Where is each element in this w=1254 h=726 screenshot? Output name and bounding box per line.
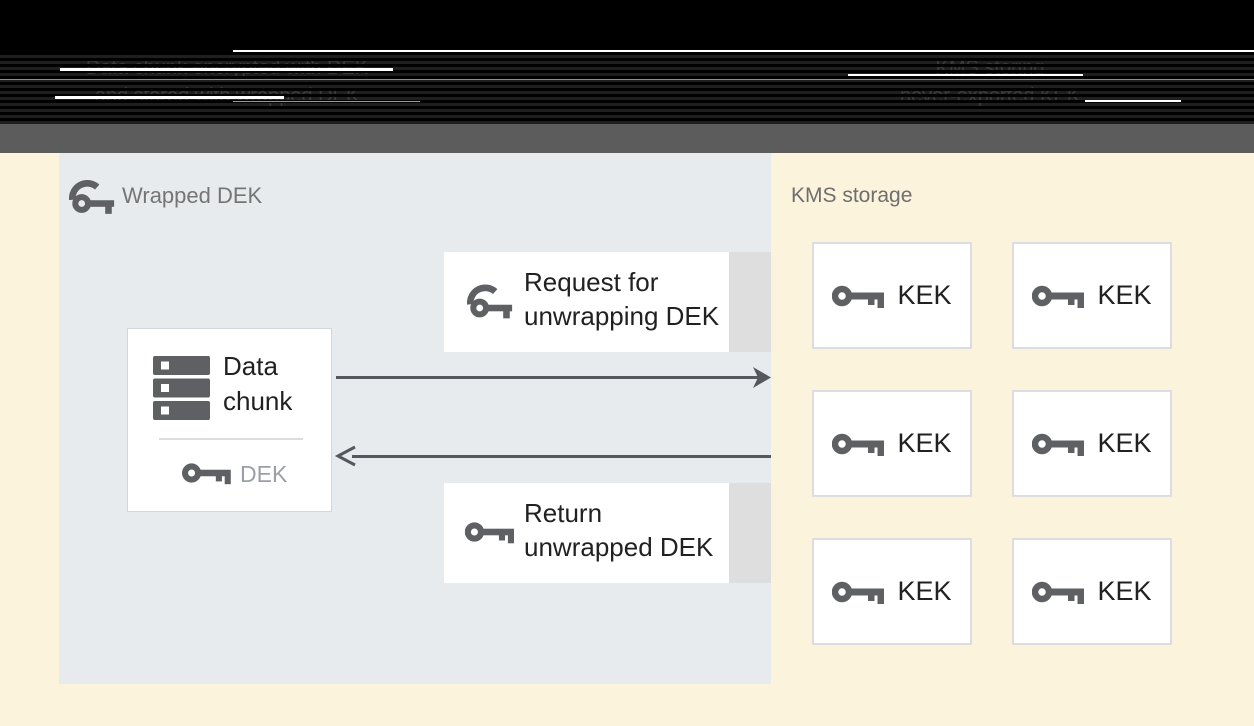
kek-box: KEK: [1012, 538, 1172, 645]
request-box-side-strip: [729, 252, 771, 352]
kek-label: KEK: [1097, 280, 1152, 310]
return-arrow-line: [352, 455, 771, 458]
return-box-line2: unwrapped DEK: [524, 532, 714, 562]
kek-key-icon: [1032, 429, 1084, 459]
return-unwrapped-box: Return unwrapped DEK: [444, 483, 771, 583]
return-arrow-head-icon: [334, 445, 356, 467]
glitch-line: [55, 96, 284, 99]
request-arrow-head-icon: [753, 367, 771, 388]
request-box-text: Request for unwrapping DEK: [524, 265, 719, 333]
kek-box: KEK: [812, 538, 972, 645]
glitch-stripe-overlay: [0, 52, 1254, 124]
request-box-line1: Request for: [524, 267, 659, 297]
data-chunk-box: Data chunk DEK: [127, 328, 332, 512]
kek-label: KEK: [897, 576, 952, 606]
glitch-line: [233, 101, 420, 102]
data-chunk-icon: [153, 356, 210, 420]
wrapped-key-icon: [69, 174, 116, 218]
data-chunk-title: Data chunk: [223, 351, 293, 416]
kek-key-icon: [1032, 577, 1084, 607]
kek-label: KEK: [1097, 576, 1152, 606]
kek-key-icon: [832, 281, 884, 311]
kek-label: KEK: [897, 428, 952, 458]
glitch-line: [60, 68, 393, 71]
key-icon: [465, 517, 514, 547]
dek-key-icon: [182, 459, 231, 487]
return-box-line1: Return: [524, 498, 603, 528]
wrapped-dek-label: Wrapped DEK: [122, 183, 263, 208]
glitch-line: [848, 74, 1083, 76]
kek-label: KEK: [1097, 428, 1152, 458]
kek-box: KEK: [1012, 390, 1172, 497]
glitch-line: [0, 79, 1254, 80]
return-box-side-strip: [729, 483, 771, 583]
request-box-line2: unwrapping DEK: [524, 301, 720, 331]
header-caption-area: Data chunk encrypted with DEK and stored…: [0, 52, 1254, 124]
request-arrow-line: [336, 376, 758, 379]
gray-divider-band: [0, 124, 1254, 153]
kek-key-icon: [1032, 281, 1084, 311]
wrapped-dek-panel: Wrapped DEK Data chunk DEK Request for u…: [59, 153, 771, 684]
kek-box: KEK: [812, 390, 972, 497]
kek-box: KEK: [1012, 242, 1172, 349]
kek-label: KEK: [897, 280, 952, 310]
glitch-line: [233, 50, 1254, 52]
glitch-line: [1085, 100, 1181, 102]
data-chunk-divider: [159, 438, 303, 440]
kek-key-icon: [832, 577, 884, 607]
header-top-black: [0, 0, 1254, 52]
return-box-text: Return unwrapped DEK: [524, 496, 713, 564]
kek-box: KEK: [812, 242, 972, 349]
kms-storage-label: KMS storage: [791, 184, 913, 207]
kek-key-icon: [832, 429, 884, 459]
request-unwrap-box: Request for unwrapping DEK: [444, 252, 771, 352]
dek-label: DEK: [240, 461, 288, 487]
wrapped-key-icon: [467, 277, 514, 324]
